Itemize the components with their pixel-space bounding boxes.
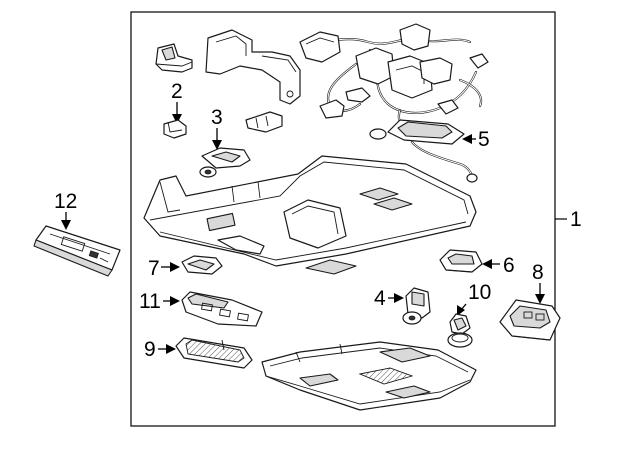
part-8-module xyxy=(499,299,561,341)
overhead-console-housing xyxy=(143,155,477,275)
callout-7-label: 7 xyxy=(148,257,160,280)
part-6-lamp xyxy=(439,249,483,273)
part-3-lamp xyxy=(199,147,251,178)
callout-3-label: 3 xyxy=(211,106,223,129)
part-5-sensor xyxy=(369,119,478,183)
wiring-harness xyxy=(299,23,489,129)
bracket-mid xyxy=(245,111,283,133)
part-12-control-panel xyxy=(33,225,121,277)
callout-1-label: 1 xyxy=(570,208,582,231)
bracket-top-left xyxy=(155,43,193,73)
callout-4-label: 4 xyxy=(374,287,386,310)
callout-2-label: 2 xyxy=(171,80,183,103)
callout-10-label: 10 xyxy=(468,281,491,304)
bracket-top xyxy=(205,29,301,105)
lower-trim-panel xyxy=(261,341,477,411)
callout-11-label: 11 xyxy=(139,290,161,313)
part-9-lens xyxy=(175,337,253,369)
part-11-module xyxy=(181,291,263,327)
callout-8-label: 8 xyxy=(532,261,544,284)
part-4-switch xyxy=(402,287,431,325)
part-2-clip xyxy=(163,119,187,139)
part-10-bulb-socket xyxy=(447,313,473,348)
part-7-lamp xyxy=(181,255,223,275)
callout-9-label: 9 xyxy=(144,338,156,361)
callout-12-label: 12 xyxy=(54,190,77,213)
callout-6-label: 6 xyxy=(503,254,515,277)
callout-5-label: 5 xyxy=(478,128,490,151)
